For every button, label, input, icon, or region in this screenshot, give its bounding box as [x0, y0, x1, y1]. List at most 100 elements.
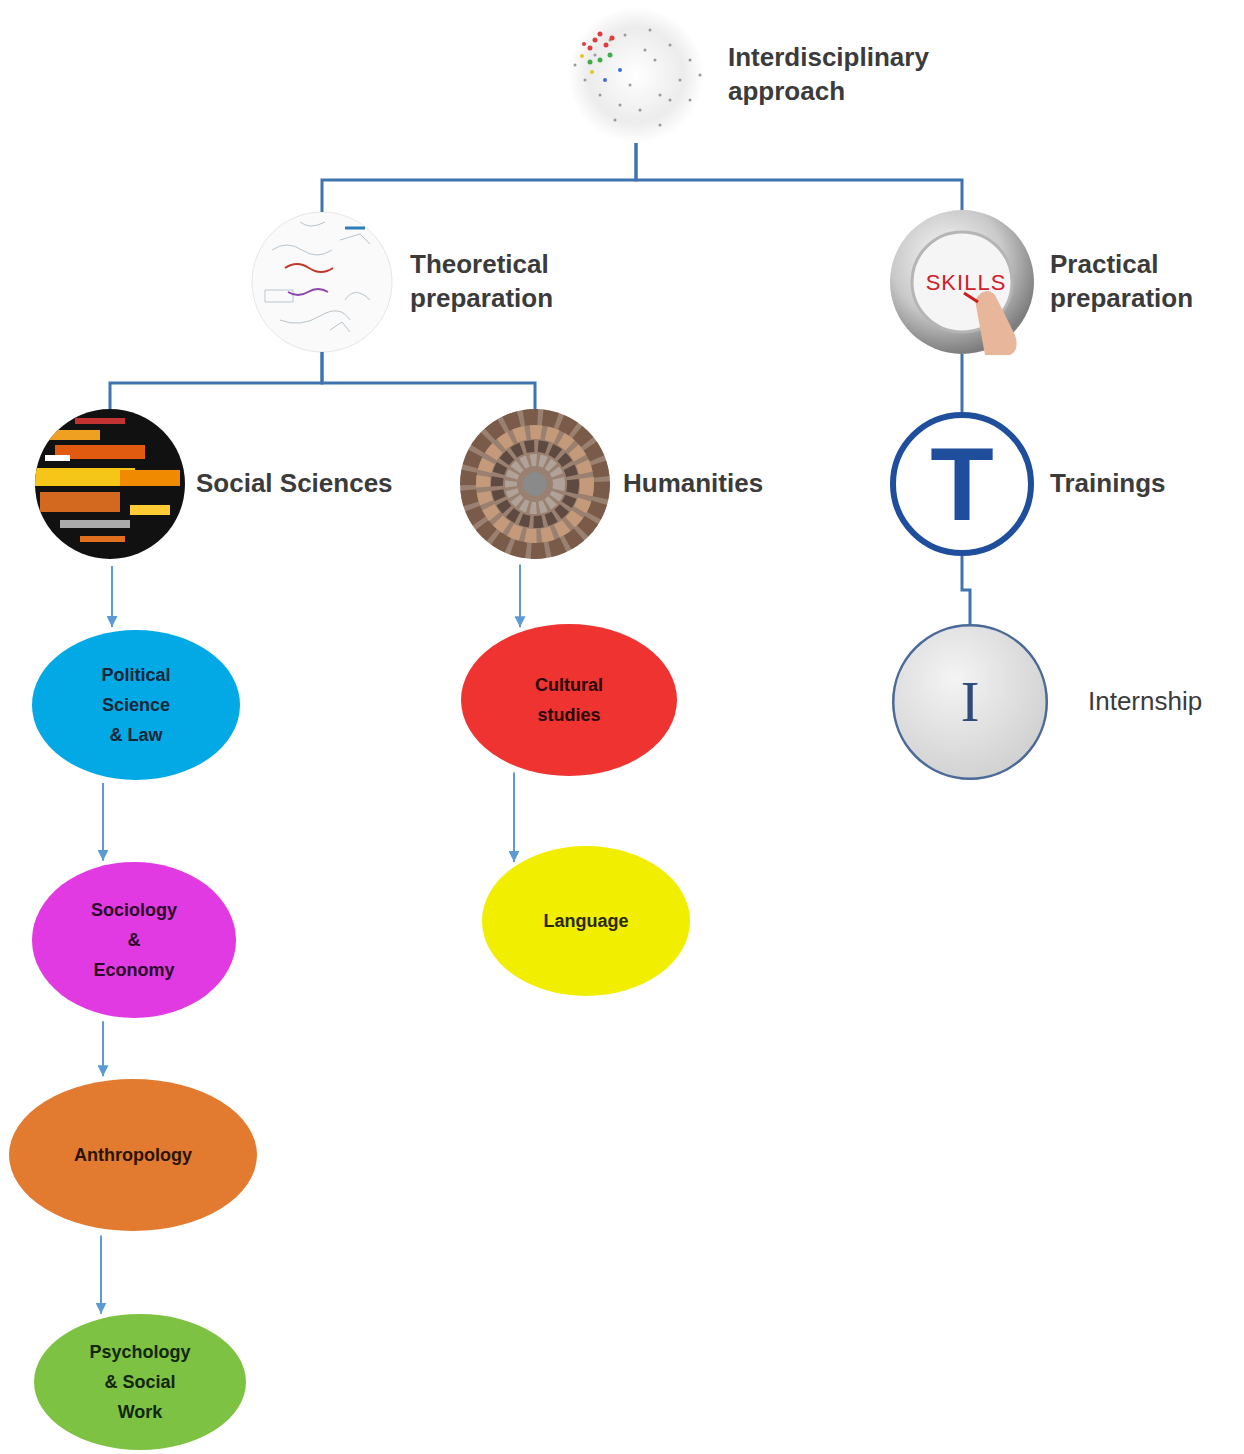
subject-label: Political Science & Law [96, 660, 176, 750]
network-icon [619, 104, 622, 107]
network-icon [588, 53, 613, 65]
icon-circle: I [892, 624, 1048, 780]
subject-ellipse: Cultural studies [461, 624, 677, 776]
social-sciences-icon [40, 492, 120, 512]
trainings-icon [890, 412, 1034, 556]
humanities-icon [511, 460, 559, 508]
network-icon [582, 42, 586, 46]
ellipse-shape [461, 624, 677, 776]
topic-label: Internship [1088, 685, 1202, 719]
circle-outline [460, 409, 610, 559]
network-icon [603, 78, 607, 82]
icon-letter: T [930, 432, 994, 536]
icon-circle [252, 212, 392, 352]
flow-arrow [111, 566, 113, 627]
humanities-icon [523, 472, 547, 496]
network-icon [610, 36, 615, 41]
subject-label: Language [543, 906, 628, 936]
ellipse-shape [9, 1079, 257, 1231]
network-icon [608, 53, 613, 58]
subject-label: Cultural studies [529, 670, 609, 730]
network-icon [599, 94, 602, 97]
flow-arrow [519, 564, 521, 627]
tree-connector [322, 352, 535, 409]
skills-icon [975, 291, 1017, 355]
circle-outline [252, 212, 392, 352]
tree-connector [322, 143, 636, 212]
network-icon [580, 54, 584, 58]
humanities-icon [460, 409, 610, 559]
flow-arrow [100, 1235, 102, 1313]
tree-connector [110, 352, 322, 409]
humanities-icon [483, 432, 587, 536]
network-icon [580, 54, 594, 74]
network-icon [594, 54, 597, 57]
ellipse-shape [32, 630, 240, 780]
network-icon [689, 99, 692, 102]
flow-arrow [102, 1021, 104, 1076]
network-icon [618, 68, 622, 72]
subject-label: Psychology & Social Work [88, 1337, 192, 1427]
network-icon [649, 29, 652, 32]
network-icon [659, 124, 662, 127]
network-icon [659, 94, 662, 97]
social-sciences-icon [40, 430, 100, 440]
skills-icon [890, 210, 1034, 354]
social-sciences-icon [45, 455, 70, 461]
network-icon [604, 43, 609, 48]
field-topic: Social Sciences [35, 409, 393, 559]
icon-circle [568, 7, 704, 143]
circle-outline [568, 7, 704, 143]
social-sciences-icon [35, 418, 180, 542]
social-sciences-icon [130, 505, 170, 515]
network-icon [644, 49, 647, 52]
network-icon [568, 7, 704, 143]
network-icon [614, 119, 617, 122]
social-sciences-icon [35, 409, 185, 559]
sketch-icon [272, 245, 332, 255]
social-sciences-icon [35, 409, 185, 559]
circle-outline [893, 415, 1031, 553]
icon-circle [35, 409, 185, 559]
subject-ellipse: Psychology & Social Work [34, 1314, 246, 1450]
subject-label: Anthropology [74, 1140, 192, 1170]
subject-ellipse: Sociology & Economy [32, 862, 236, 1018]
humanities-icon [460, 409, 610, 559]
letter-circle: T Trainings [890, 412, 1166, 556]
humanities-icon [468, 417, 602, 551]
network-icon [593, 38, 598, 43]
circle-outline [35, 409, 185, 559]
sketch-icon [288, 289, 328, 295]
tree-connector [636, 143, 962, 210]
subject-ellipse: Anthropology [9, 1079, 257, 1231]
ellipse-outline [461, 624, 677, 776]
network-icon [588, 46, 593, 51]
network-icon [669, 44, 672, 47]
network-icon [582, 32, 615, 51]
topic-label: Practical preparation [1050, 248, 1230, 316]
humanities-icon [497, 446, 573, 522]
sketch-icon [300, 222, 325, 226]
sketch-icon [330, 322, 350, 332]
root-topic: Interdisciplinary approach [568, 7, 958, 143]
skills-text: SKILLS [926, 270, 1007, 296]
sketch-icon [280, 311, 350, 323]
tree-connector [962, 556, 970, 624]
humanities-icon [468, 417, 602, 551]
skills-icon [890, 210, 1034, 355]
branch-topic: Theoretical preparation [252, 212, 610, 352]
network-icon [689, 59, 692, 62]
circle-outline [568, 7, 704, 143]
field-topic: Humanities [460, 409, 763, 559]
sketch-icon [252, 212, 392, 352]
network-icon [574, 29, 702, 127]
subject-label: Sociology & Economy [89, 895, 179, 985]
topic-label: Social Sciences [196, 467, 393, 501]
topic-label: Trainings [1050, 467, 1166, 501]
sketch-icon [345, 227, 365, 230]
ellipse-shape [34, 1314, 246, 1450]
sketch-icon [252, 212, 392, 352]
sketch-icon [265, 222, 370, 332]
topic-label: Humanities [623, 467, 763, 501]
network-icon [603, 68, 622, 82]
